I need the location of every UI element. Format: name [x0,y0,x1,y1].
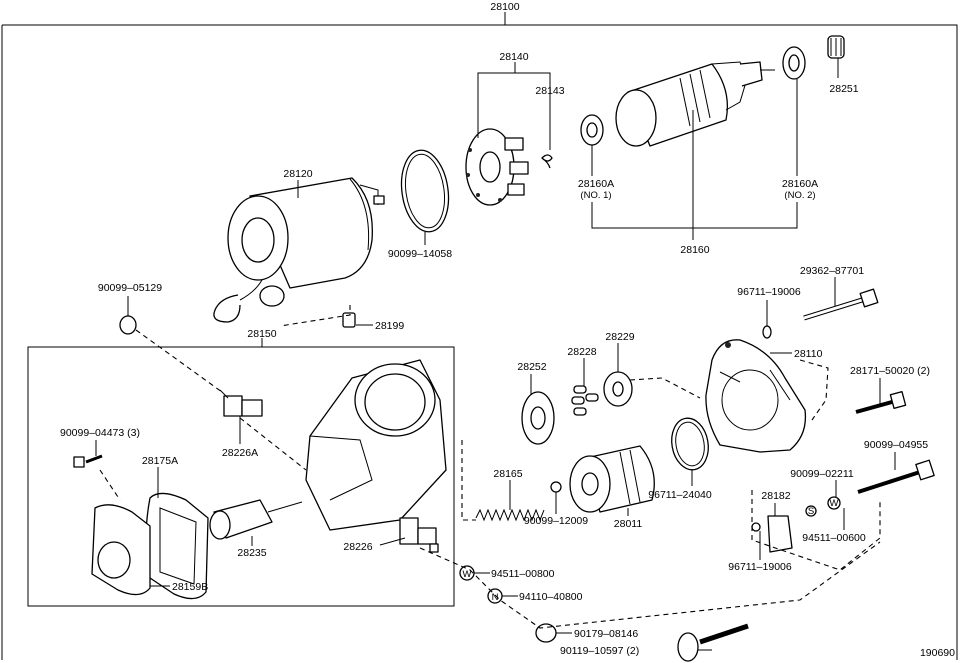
brush-holder-part [465,128,529,206]
bolt-10597-part [677,623,749,662]
bearing-no2-part [782,46,806,80]
label-96711-19006-bottom: 96711–19006 [728,561,792,573]
label-28110: 28110 [794,348,823,360]
terminal-28226-part [399,517,439,553]
label-90119-10597: 90119–10597 (2) [560,645,639,657]
label-90099-02211: 90099–02211 [790,468,854,480]
plunger-part [209,499,303,540]
label-28150: 28150 [247,328,276,340]
label-28143: 28143 [535,85,564,97]
brush-spring-part [541,154,553,169]
svg-text:N: N [492,592,499,603]
field-frame-part [213,177,385,323]
label-28160A-1: 28160A [578,178,614,190]
diagram-ref-number: 190690 [920,647,955,659]
armature-part [615,61,775,147]
svg-text:W: W [830,498,839,509]
label-28252: 28252 [517,361,546,373]
pinion-gear-part [521,391,555,445]
bolt-04955-part [857,459,935,494]
label-28171-50020: 28171–50020 (2) [850,365,930,377]
label-28140: 28140 [499,51,528,63]
washer-part-1 [762,325,772,339]
label-90099-12009: 90099–12009 [524,515,588,527]
end-cover-part [91,504,151,596]
callout-labels: 28140 28143 28251 28120 90099–14058 2816… [60,51,955,659]
label-90099-05129: 90099–05129 [98,282,162,294]
assembly-code-label: 28100 [490,1,519,13]
label-28120: 28120 [283,168,312,180]
assembly-dashes [99,305,881,629]
spring-28165-part [475,508,545,522]
label-28160A-1-note: (NO. 1) [580,190,611,201]
terminal-28226A-part [219,389,263,417]
label-28159B: 28159B [172,581,208,593]
label-28182: 28182 [761,490,790,502]
label-28199: 28199 [375,320,404,332]
label-28228: 28228 [567,346,596,358]
bracket-part: S W [751,496,841,553]
plug-part [342,312,356,328]
solenoid-housing-part [305,359,447,531]
idle-gear-part [827,35,845,59]
label-90099-04955: 90099–04955 [864,439,928,451]
label-94511-00800: 94511–00800 [491,568,555,580]
bolt-28171-part [855,391,907,414]
label-28011: 28011 [614,518,643,530]
housing-part [705,339,807,453]
leader-lines [95,58,896,651]
label-94511-00600: 94511–00600 [802,532,866,544]
bearing-no1-part [580,114,604,146]
svg-text:W: W [463,569,472,580]
label-29362-87701: 29362–87701 [800,265,864,277]
label-28160A-2: 28160A [782,178,818,190]
label-28165: 28165 [493,468,522,480]
label-28226: 28226 [343,541,372,553]
o-ring-2-part [671,417,709,471]
label-90179-08146: 90179–08146 [574,628,638,640]
grommet-part [119,315,137,335]
label-28160: 28160 [680,244,709,256]
o-ring-part [400,149,450,233]
label-28235: 28235 [237,547,266,559]
label-90099-04473: 90099–04473 (3) [60,427,140,439]
svg-text:S: S [808,506,814,517]
label-90099-14058: 90099–14058 [388,248,452,260]
label-28226A: 28226A [222,447,258,459]
label-96711-19006-top: 96711–19006 [737,286,801,298]
screw-04473-part [73,454,103,468]
through-bolt-part [803,288,879,321]
solenoid-group-box [27,346,455,607]
retainer-part [603,371,633,407]
label-28251: 28251 [829,83,858,95]
clutch-part [569,445,655,513]
label-96711-24040: 96711–24040 [648,489,712,501]
label-28229: 28229 [605,331,634,343]
label-28175A: 28175A [142,455,178,467]
label-28160A-2-note: (NO. 2) [784,190,815,201]
steel-ball-part [550,481,562,493]
label-94110-40800: 94110–40800 [519,591,583,603]
rollers-part [571,385,599,416]
